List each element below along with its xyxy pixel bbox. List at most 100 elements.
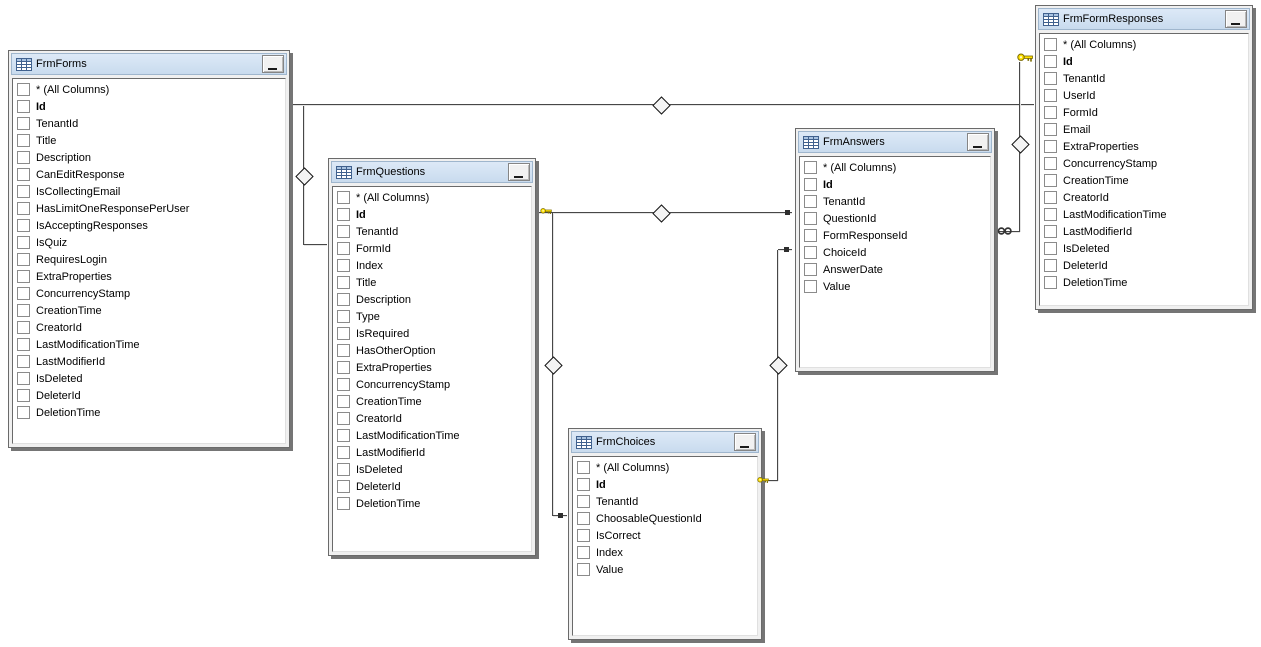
column-row-RequiresLogin[interactable]: RequiresLogin (13, 251, 285, 268)
column-checkbox[interactable] (1044, 242, 1057, 255)
column-checkbox[interactable] (1044, 89, 1057, 102)
column-checkbox[interactable] (17, 304, 30, 317)
table-header-FrmAnswers[interactable]: FrmAnswers_ (798, 131, 992, 153)
column-checkbox[interactable] (337, 259, 350, 272)
column-row-IsAcceptingResponses[interactable]: IsAcceptingResponses (13, 217, 285, 234)
column-checkbox[interactable] (17, 287, 30, 300)
relationship-FrmQuestions-FrmAnswers-join-diamond[interactable] (652, 204, 671, 223)
column-row-Id[interactable]: Id (573, 476, 757, 493)
column-row-ExtraProperties[interactable]: ExtraProperties (333, 359, 531, 376)
column-checkbox[interactable] (337, 276, 350, 289)
column-row-Id[interactable]: Id (1040, 53, 1248, 70)
column-row-FormResponseId[interactable]: FormResponseId (800, 227, 990, 244)
column-checkbox[interactable] (1044, 225, 1057, 238)
minimize-button[interactable]: _ (734, 433, 756, 451)
column-row-Description[interactable]: Description (333, 291, 531, 308)
column-row-DeletionTime[interactable]: DeletionTime (333, 495, 531, 512)
column-row-DeletionTime[interactable]: DeletionTime (13, 404, 285, 421)
table-box-FrmForms[interactable]: FrmForms_* (All Columns)IdTenantIdTitleD… (8, 50, 290, 448)
column-checkbox[interactable] (1044, 276, 1057, 289)
column-checkbox[interactable] (337, 344, 350, 357)
column-row-FormId[interactable]: FormId (333, 240, 531, 257)
table-header-FrmForms[interactable]: FrmForms_ (11, 53, 287, 75)
relationship-FrmQuestions-FrmChoices-join-diamond[interactable] (544, 356, 563, 375)
column-checkbox[interactable] (577, 512, 590, 525)
column-row-TenantId[interactable]: TenantId (573, 493, 757, 510)
column-row-LastModificationTime[interactable]: LastModificationTime (13, 336, 285, 353)
column-row-CreationTime[interactable]: CreationTime (1040, 172, 1248, 189)
column-row-IsQuiz[interactable]: IsQuiz (13, 234, 285, 251)
table-box-FrmQuestions[interactable]: FrmQuestions_ * (All Columns)IdTenantIdFo… (328, 158, 536, 556)
column-row-all-columns[interactable]: * (All Columns) (573, 459, 757, 476)
column-row-all-columns[interactable]: * (All Columns) (800, 159, 990, 176)
relationship-FrmFormResponses-FrmAnswers-join-diamond[interactable] (1011, 135, 1030, 154)
column-checkbox[interactable] (1044, 140, 1057, 153)
column-checkbox[interactable] (337, 310, 350, 323)
column-row-LastModifierId[interactable]: LastModifierId (1040, 223, 1248, 240)
table-box-FrmFormResponses[interactable]: FrmFormResponses_* (All Columns)IdTenant… (1035, 5, 1253, 310)
column-row-LastModificationTime[interactable]: LastModificationTime (1040, 206, 1248, 223)
column-row-CreatorId[interactable]: CreatorId (1040, 189, 1248, 206)
column-checkbox[interactable] (804, 212, 817, 225)
column-checkbox[interactable] (337, 497, 350, 510)
column-row-Id[interactable]: Id (800, 176, 990, 193)
relationship-FrmForms-FrmQuestions-join-diamond[interactable] (295, 167, 314, 186)
column-checkbox[interactable] (337, 480, 350, 493)
column-checkbox[interactable] (17, 236, 30, 249)
column-row-Title[interactable]: Title (333, 274, 531, 291)
column-row-Index[interactable]: Index (333, 257, 531, 274)
table-box-FrmChoices[interactable]: FrmChoices_* (All Columns)IdTenantIdChoo… (568, 428, 762, 640)
column-checkbox[interactable] (17, 321, 30, 334)
column-row-Value[interactable]: Value (573, 561, 757, 578)
column-checkbox[interactable] (17, 219, 30, 232)
column-row-IsDeleted[interactable]: IsDeleted (13, 370, 285, 387)
column-checkbox[interactable] (17, 202, 30, 215)
minimize-button[interactable]: _ (1225, 10, 1247, 28)
column-checkbox[interactable] (17, 253, 30, 266)
column-row-IsRequired[interactable]: IsRequired (333, 325, 531, 342)
relationship-FrmChoices-FrmAnswers-join-diamond[interactable] (769, 356, 788, 375)
column-row-CreatorId[interactable]: CreatorId (13, 319, 285, 336)
column-row-ConcurrencyStamp[interactable]: ConcurrencyStamp (1040, 155, 1248, 172)
column-checkbox[interactable] (1044, 157, 1057, 170)
column-checkbox[interactable] (1044, 55, 1057, 68)
column-row-ChoosableQuestionId[interactable]: ChoosableQuestionId (573, 510, 757, 527)
column-checkbox[interactable] (337, 378, 350, 391)
column-checkbox[interactable] (17, 151, 30, 164)
table-header-FrmFormResponses[interactable]: FrmFormResponses_ (1038, 8, 1250, 30)
column-row-Id[interactable]: Id (13, 98, 285, 115)
column-checkbox[interactable] (577, 546, 590, 559)
column-checkbox[interactable] (17, 117, 30, 130)
column-row-IsCollectingEmail[interactable]: IsCollectingEmail (13, 183, 285, 200)
column-row-Index[interactable]: Index (573, 544, 757, 561)
column-row-Value[interactable]: Value (800, 278, 990, 295)
column-row-TenantId[interactable]: TenantId (1040, 70, 1248, 87)
column-row-IsDeleted[interactable]: IsDeleted (1040, 240, 1248, 257)
column-checkbox[interactable] (337, 191, 350, 204)
column-row-TenantId[interactable]: TenantId (800, 193, 990, 210)
column-row-IsDeleted[interactable]: IsDeleted (333, 461, 531, 478)
column-row-all-columns[interactable]: * (All Columns) (333, 189, 531, 206)
column-row-CreatorId[interactable]: CreatorId (333, 410, 531, 427)
column-checkbox[interactable] (804, 263, 817, 276)
column-checkbox[interactable] (17, 83, 30, 96)
column-row-TenantId[interactable]: TenantId (333, 223, 531, 240)
column-checkbox[interactable] (17, 134, 30, 147)
column-checkbox[interactable] (17, 270, 30, 283)
table-header-FrmQuestions[interactable]: FrmQuestions_ (331, 161, 533, 183)
column-checkbox[interactable] (577, 461, 590, 474)
column-checkbox[interactable] (804, 229, 817, 242)
column-row-Id[interactable]: Id (333, 206, 531, 223)
column-row-Title[interactable]: Title (13, 132, 285, 149)
column-checkbox[interactable] (804, 280, 817, 293)
column-checkbox[interactable] (804, 178, 817, 191)
column-checkbox[interactable] (17, 355, 30, 368)
column-row-ChoiceId[interactable]: ChoiceId (800, 244, 990, 261)
column-checkbox[interactable] (1044, 38, 1057, 51)
column-row-DeletionTime[interactable]: DeletionTime (1040, 274, 1248, 291)
column-row-Description[interactable]: Description (13, 149, 285, 166)
relationship-FrmForms-FrmFormResponses-join-diamond[interactable] (652, 96, 671, 115)
column-checkbox[interactable] (337, 242, 350, 255)
column-row-LastModificationTime[interactable]: LastModificationTime (333, 427, 531, 444)
